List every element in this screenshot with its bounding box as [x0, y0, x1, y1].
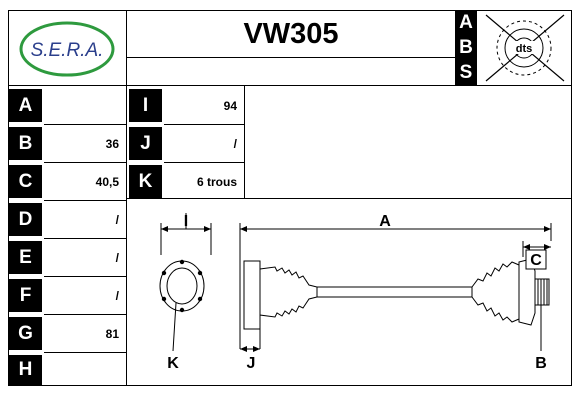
spec-key-b: B — [9, 127, 42, 160]
splined-stub — [534, 278, 550, 306]
driveshaft-drawing: I A C K J B — [159, 213, 552, 372]
diagram-top-line — [126, 198, 572, 199]
spec-value-j: / — [233, 136, 237, 151]
brand-logo: S.E.R.A. — [9, 11, 126, 85]
spec-value-i: 94 — [223, 98, 237, 113]
flange-inner — [166, 267, 198, 305]
abs-letter-b: B — [459, 36, 473, 58]
flange-side — [243, 260, 261, 330]
driveshaft-diagram: I A C K J B — [127, 199, 571, 385]
row-line-a — [44, 124, 126, 125]
row-line-c — [44, 200, 126, 201]
spec-value-d: / — [115, 212, 119, 227]
row-line-j — [164, 162, 244, 163]
inner-boot — [259, 266, 318, 318]
arrow-c-right — [544, 244, 551, 250]
label-a: A — [379, 213, 391, 230]
logo-text: S.E.R.A. — [31, 40, 104, 61]
spec-value-k: 6 trous — [196, 174, 237, 189]
title-underline — [126, 57, 456, 58]
label-k: K — [167, 355, 179, 372]
spec-key-c: C — [9, 165, 42, 198]
spec-key-j: J — [129, 127, 162, 160]
bolt-hole-2 — [197, 270, 203, 276]
row-line-i — [164, 124, 244, 125]
arrow-a-right — [544, 226, 551, 232]
frame-top-line — [8, 10, 572, 11]
spec-value-b: 36 — [105, 136, 119, 151]
bolt-hole-1 — [179, 259, 185, 265]
part-number-title: VW305 — [243, 17, 339, 50]
arrow-j-right — [253, 346, 260, 352]
label-i: I — [184, 213, 188, 230]
spec-key-i: I — [129, 89, 162, 122]
logo-ellipse — [19, 21, 115, 77]
row-line-f — [44, 314, 126, 315]
abs-letter-a: A — [459, 12, 473, 34]
spec-key-d: D — [9, 203, 42, 236]
row-line-b — [44, 162, 126, 163]
dts-label-bg — [512, 41, 537, 54]
spec-key-h: H — [9, 355, 42, 385]
label-j: J — [247, 355, 256, 372]
row-line-e — [44, 276, 126, 277]
bolt-hole-5 — [161, 296, 167, 302]
bolt-hole-3 — [197, 296, 203, 302]
spec-key-k: K — [129, 165, 162, 198]
arrow-a-left — [240, 226, 247, 232]
arrow-i-right — [204, 226, 211, 232]
arrow-j-left — [240, 346, 247, 352]
arrow-c-left — [523, 244, 530, 250]
logo-graphic: S.E.R.A. — [19, 21, 115, 77]
spec-value-a — [44, 89, 126, 122]
abs-letter-s: S — [459, 61, 473, 83]
spec-key-e: E — [9, 241, 42, 274]
spec-key-f: F — [9, 279, 42, 312]
dts-label: dts — [516, 43, 533, 55]
label-b: B — [535, 355, 547, 372]
spec-value-g: 81 — [105, 326, 119, 341]
sensor-ring-inner — [504, 28, 544, 68]
spec-value-c: 40,5 — [95, 174, 119, 189]
bolt-hole-6 — [161, 270, 167, 276]
abs-sensor-icon: dts — [485, 14, 565, 82]
abs-column: A B S — [455, 11, 477, 85]
spec-key-g: G — [9, 317, 42, 350]
header-bottom-line — [8, 85, 572, 86]
frame-bottom-line — [8, 385, 572, 386]
frame-left-line — [8, 10, 9, 386]
row-line-g — [44, 352, 126, 353]
k-leader — [172, 302, 177, 352]
spec-value-e: / — [115, 250, 119, 265]
no-abs-sensor-icon: dts — [478, 11, 571, 85]
spec-key-a: A — [9, 89, 42, 122]
c-label-box — [525, 249, 547, 270]
spec-value-f: / — [115, 288, 119, 303]
bolt-hole-4 — [179, 307, 185, 313]
spec-value-h — [44, 355, 126, 385]
outer-boot — [471, 261, 520, 323]
row-line-d — [44, 238, 126, 239]
label-c: C — [530, 252, 542, 269]
arrow-i-left — [161, 226, 168, 232]
mid-right-line — [244, 86, 245, 199]
sensor-ring-outer — [496, 20, 552, 76]
